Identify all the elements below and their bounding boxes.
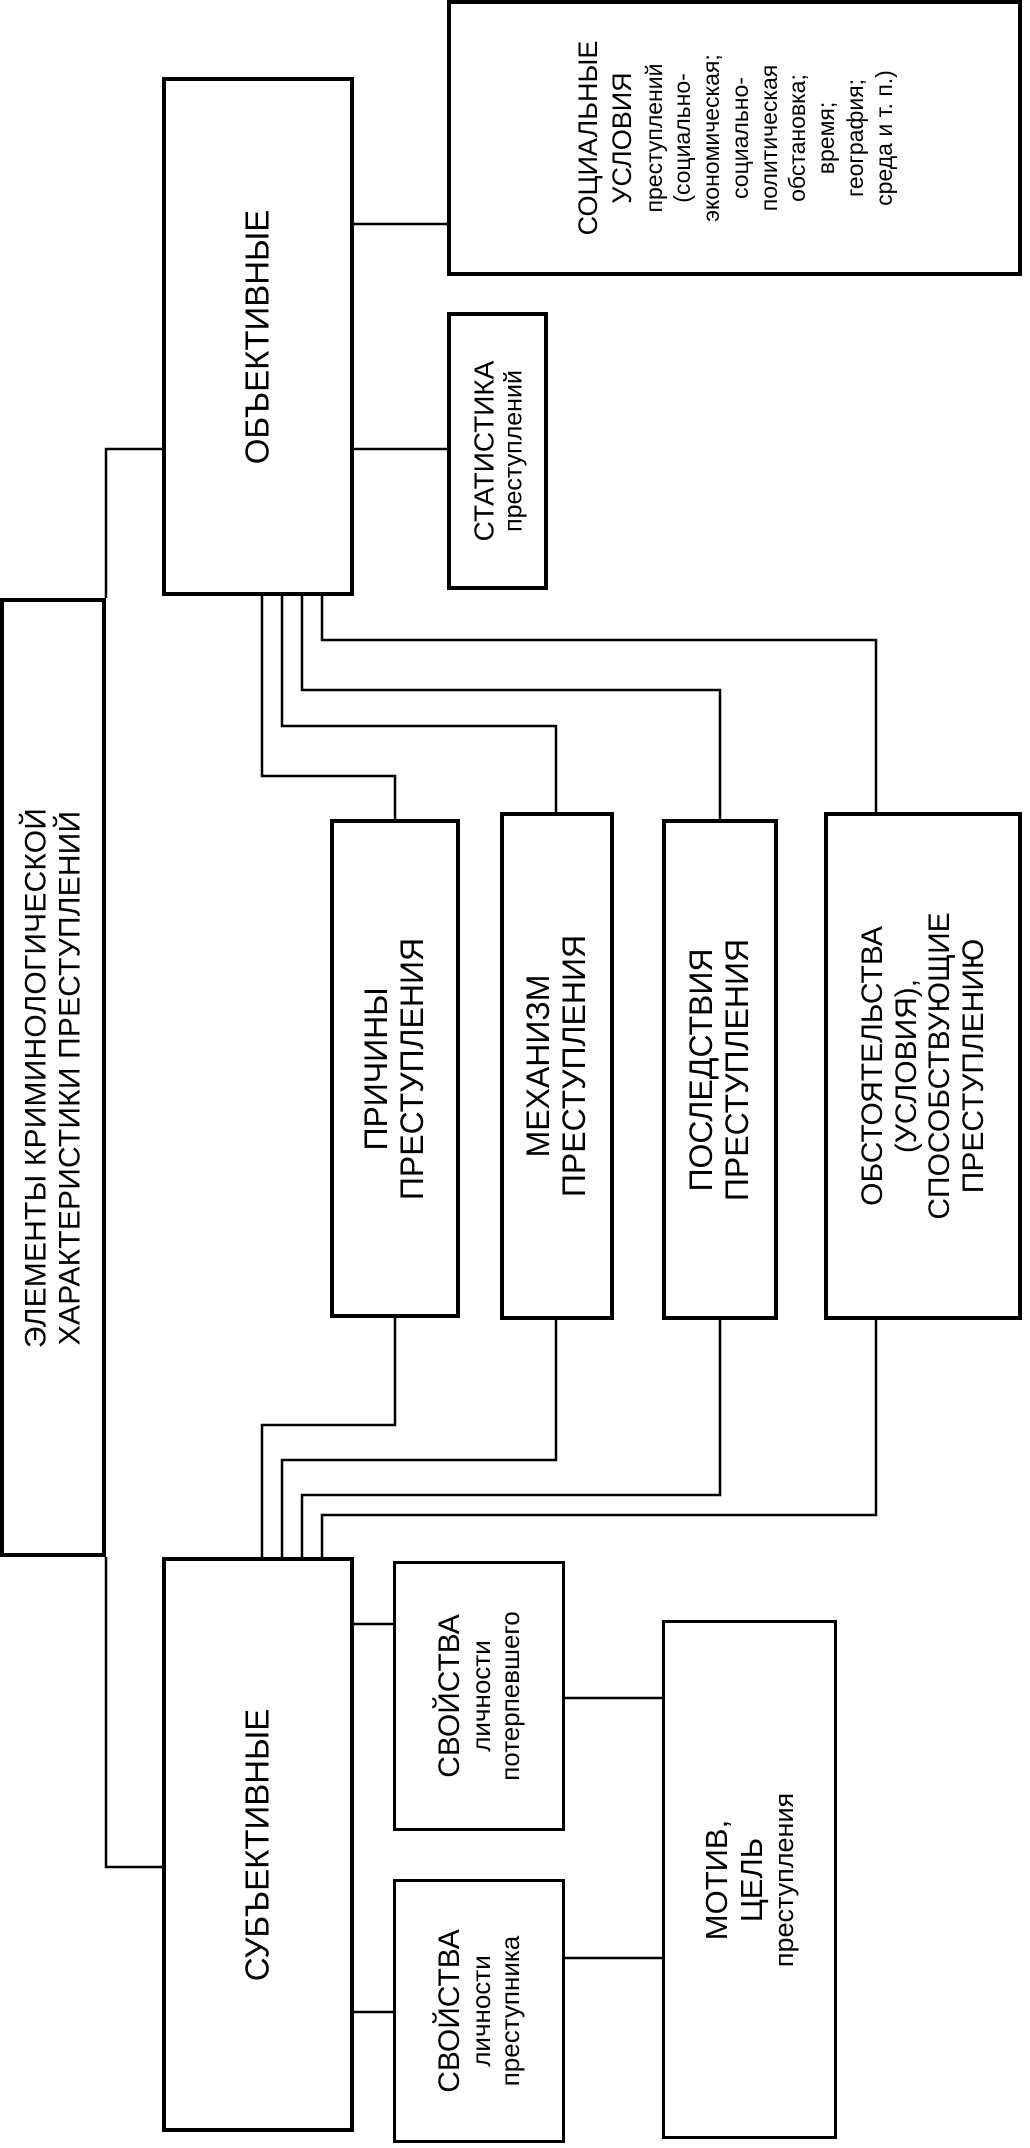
causes-label: ПРИЧИНЫ ПРЕСТУПЛЕНИЯ xyxy=(358,937,431,1200)
line-root-subjective xyxy=(104,1557,162,1869)
offender-traits-label: СВОЙСТВА личности преступника xyxy=(433,1929,525,2093)
social-conditions-box: СОЦИАЛЬНЫЕ УСЛОВИЯ преступлений (социаль… xyxy=(447,0,1022,276)
mechanism-line-2: ПРЕСТУПЛЕНИЯ xyxy=(556,934,592,1198)
social-line-4: (социально- xyxy=(668,73,695,203)
line-subjective-causes xyxy=(260,1318,397,1557)
social-line-3: преступлений xyxy=(639,63,666,213)
objective-box: ОБЪЕКТИВНЫЕ xyxy=(162,77,354,596)
consequences-line-1: ПОСЛЕДСТВИЯ xyxy=(683,948,720,1192)
statistics-box: СТАТИСТИКА преступлений xyxy=(447,312,548,590)
circumstances-line-4: ПРЕСТУПЛЕНИЮ xyxy=(956,938,990,1194)
offender-line-3: преступника xyxy=(494,1935,525,2087)
victim-traits-label: СВОЙСТВА личности потерпевшего xyxy=(433,1611,525,1781)
circumstances-line-2: (УСЛОВИЯ), xyxy=(889,978,923,1154)
subjective-text: СУБЪЕКТИВНЫЕ xyxy=(238,1708,276,1981)
consequences-label: ПОСЛЕДСТВИЯ ПРЕСТУПЛЕНИЯ xyxy=(683,938,756,1201)
social-line-5: экономическая; xyxy=(697,54,724,222)
circumstances-label: ОБСТОЯТЕЛЬСТВА (УСЛОВИЯ), СПОСОБСТВУЮЩИЕ… xyxy=(856,912,990,1219)
causes-line-1: ПРИЧИНЫ xyxy=(358,986,395,1151)
line-objective-mechanism xyxy=(280,596,558,812)
social-conditions-label: СОЦИАЛЬНЫЕ УСЛОВИЯ преступлений (социаль… xyxy=(571,41,897,236)
causes-line-2: ПРЕСТУПЛЕНИЯ xyxy=(394,937,430,1200)
root-box: ЭЛЕМЕНТЫ КРИМИНОЛОГИЧЕСКОЙ ХАРАКТЕРИСТИК… xyxy=(0,598,106,1557)
consequences-line-2: ПРЕСТУПЛЕНИЯ xyxy=(719,938,755,1201)
social-line-8: обстановка; xyxy=(783,74,810,202)
victim-line-3: потерпевшего xyxy=(494,1611,525,1781)
causes-box: ПРИЧИНЫ ПРЕСТУПЛЕНИЯ xyxy=(330,819,460,1318)
victim-line-2: личности xyxy=(465,1640,496,1752)
victim-line-1: СВОЙСТВА xyxy=(433,1614,467,1778)
social-line-1: СОЦИАЛЬНЫЕ xyxy=(572,40,603,236)
mechanism-line-1: МЕХАНИЗМ xyxy=(520,974,557,1158)
line-objective-circumstances xyxy=(320,596,878,812)
motive-line-1: МОТИВ, xyxy=(698,1819,734,1940)
motive-line-3: преступления xyxy=(769,1792,800,1967)
line-objective-causes xyxy=(260,596,397,819)
offender-line-2: личности xyxy=(465,1955,496,2067)
root-label: ЭЛЕМЕНТЫ КРИМИНОЛОГИЧЕСКОЙ ХАРАКТЕРИСТИК… xyxy=(19,807,86,1347)
subjective-label: СУБЪЕКТИВНЫЕ xyxy=(238,1708,277,1981)
motive-line-2: ЦЕЛЬ xyxy=(733,1837,769,1922)
social-line-6: социально- xyxy=(726,77,753,199)
root-line-2: ХАРАКТЕРИСТИКИ ПРЕСТУПЛЕНИЙ xyxy=(53,810,86,1345)
line-subjective-consequences xyxy=(300,1320,722,1557)
root-line-1: ЭЛЕМЕНТЫ КРИМИНОЛОГИЧЕСКОЙ xyxy=(19,807,53,1348)
victim-traits-box: СВОЙСТВА личности потерпевшего xyxy=(393,1561,565,1831)
social-line-9: время; xyxy=(812,101,839,175)
circumstances-box: ОБСТОЯТЕЛЬСТВА (УСЛОВИЯ), СПОСОБСТВУЮЩИЕ… xyxy=(824,812,1022,1320)
subjective-box: СУБЪЕКТИВНЫЕ xyxy=(162,1557,354,2132)
offender-line-1: СВОЙСТВА xyxy=(433,1929,467,2093)
circumstances-line-3: СПОСОБСТВУЮЩИЕ xyxy=(923,912,956,1220)
motive-goal-label: МОТИВ, ЦЕЛЬ преступления xyxy=(698,1792,800,1967)
mechanism-label: МЕХАНИЗМ ПРЕСТУПЛЕНИЯ xyxy=(520,934,593,1198)
social-line-7: политическая xyxy=(754,64,781,212)
line-objective-consequences xyxy=(300,596,722,819)
consequences-box: ПОСЛЕДСТВИЯ ПРЕСТУПЛЕНИЯ xyxy=(662,819,778,1320)
statistics-line-2: преступлений xyxy=(499,370,528,532)
objective-label: ОБЪЕКТИВНЫЕ xyxy=(238,209,277,464)
social-line-10: география; xyxy=(841,78,868,198)
statistics-label: СТАТИСТИКА преступлений xyxy=(468,361,527,542)
social-line-11: среда и т. п.) xyxy=(869,70,896,206)
objective-text: ОБЪЕКТИВНЫЕ xyxy=(238,209,276,464)
social-line-2: УСЛОВИЯ xyxy=(606,72,637,204)
line-subjective-circumstances xyxy=(320,1320,878,1557)
line-root-objective xyxy=(104,447,162,598)
statistics-line-1: СТАТИСТИКА xyxy=(467,360,499,542)
mechanism-box: МЕХАНИЗМ ПРЕСТУПЛЕНИЯ xyxy=(500,812,614,1320)
line-subjective-mechanism xyxy=(280,1320,558,1557)
circumstances-line-1: ОБСТОЯТЕЛЬСТВА xyxy=(855,926,889,1206)
offender-traits-box: СВОЙСТВА личности преступника xyxy=(393,1879,565,2143)
motive-goal-box: МОТИВ, ЦЕЛЬ преступления xyxy=(662,1620,837,2139)
